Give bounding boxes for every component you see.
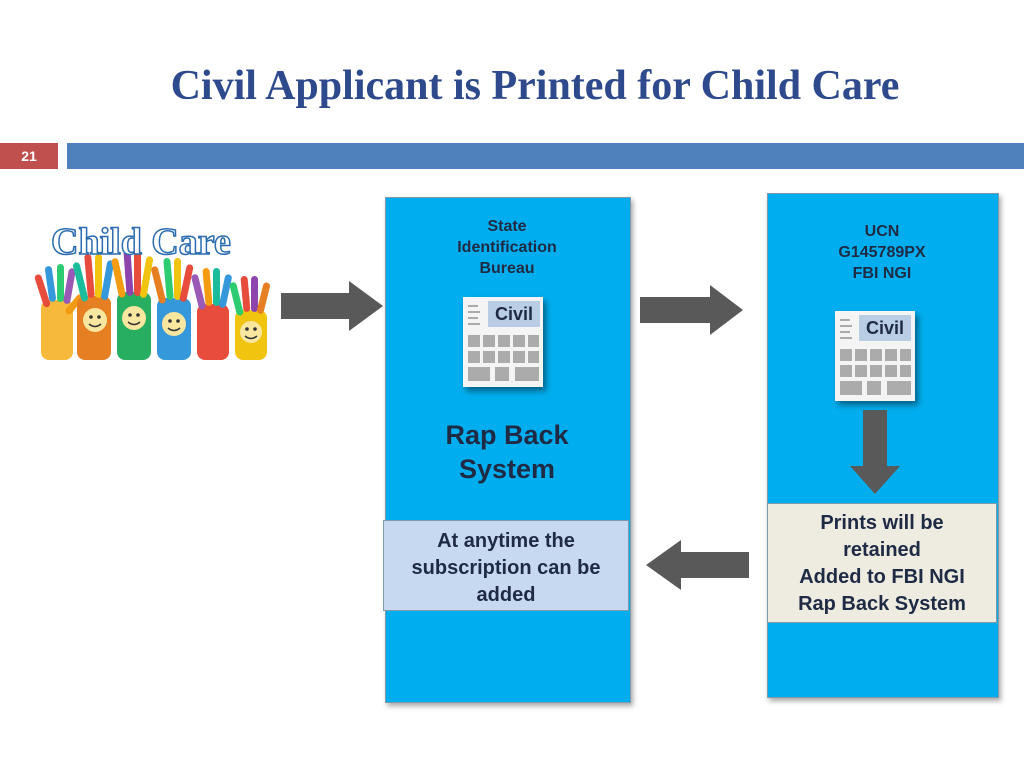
state-bureau-label: State Identification Bureau — [385, 216, 629, 279]
slide-number: 21 — [0, 143, 58, 169]
fingerprint-grid — [468, 305, 539, 381]
painted-hands-icon: Child Care — [34, 220, 271, 360]
child-care-logo: Child Care — [33, 212, 278, 360]
prints-retained-note-line: retained — [843, 539, 921, 561]
subscription-note-line: subscription can be — [411, 557, 601, 579]
ucn-label-line: FBI NGI — [852, 265, 912, 282]
fingerprint-grid — [840, 319, 911, 395]
prints-retained-note-line: Rap Back System — [798, 593, 966, 615]
subscription-note-line: At anytime the — [437, 530, 575, 552]
rap-back-system-label: Rap Back System — [385, 418, 629, 486]
subscription-note: At anytime the subscription can be added — [383, 520, 629, 611]
arrow-down-icon — [850, 410, 900, 494]
state-bureau-label-line: State — [487, 218, 527, 235]
ucn-label: UCN G145789PX FBI NGI — [767, 221, 997, 284]
civil-tag: Civil — [859, 315, 911, 341]
prints-retained-note: Prints will be retained Added to FBI NGI… — [767, 503, 997, 623]
ucn-label-line: UCN — [864, 223, 900, 240]
rap-back-system-line: Rap Back — [445, 420, 569, 450]
header-bar — [67, 143, 1024, 169]
child-care-logo-text: Child Care — [51, 221, 231, 263]
arrow-left-icon — [646, 540, 749, 590]
state-bureau-label-line: Bureau — [479, 260, 535, 277]
rap-back-system-line: System — [458, 454, 556, 484]
arrow-right-icon — [640, 285, 743, 335]
arrow-right-icon — [281, 281, 383, 331]
slide-title: Civil Applicant is Printed for Child Car… — [170, 63, 900, 109]
state-identification-bureau-panel — [385, 197, 631, 703]
prints-retained-note-line: Added to FBI NGI — [799, 566, 965, 588]
prints-retained-note-line: Prints will be — [820, 512, 944, 534]
civil-tag: Civil — [488, 301, 540, 327]
subscription-note-line: added — [476, 584, 536, 606]
state-bureau-label-line: Identification — [457, 239, 557, 256]
ucn-label-line: G145789PX — [838, 244, 926, 261]
